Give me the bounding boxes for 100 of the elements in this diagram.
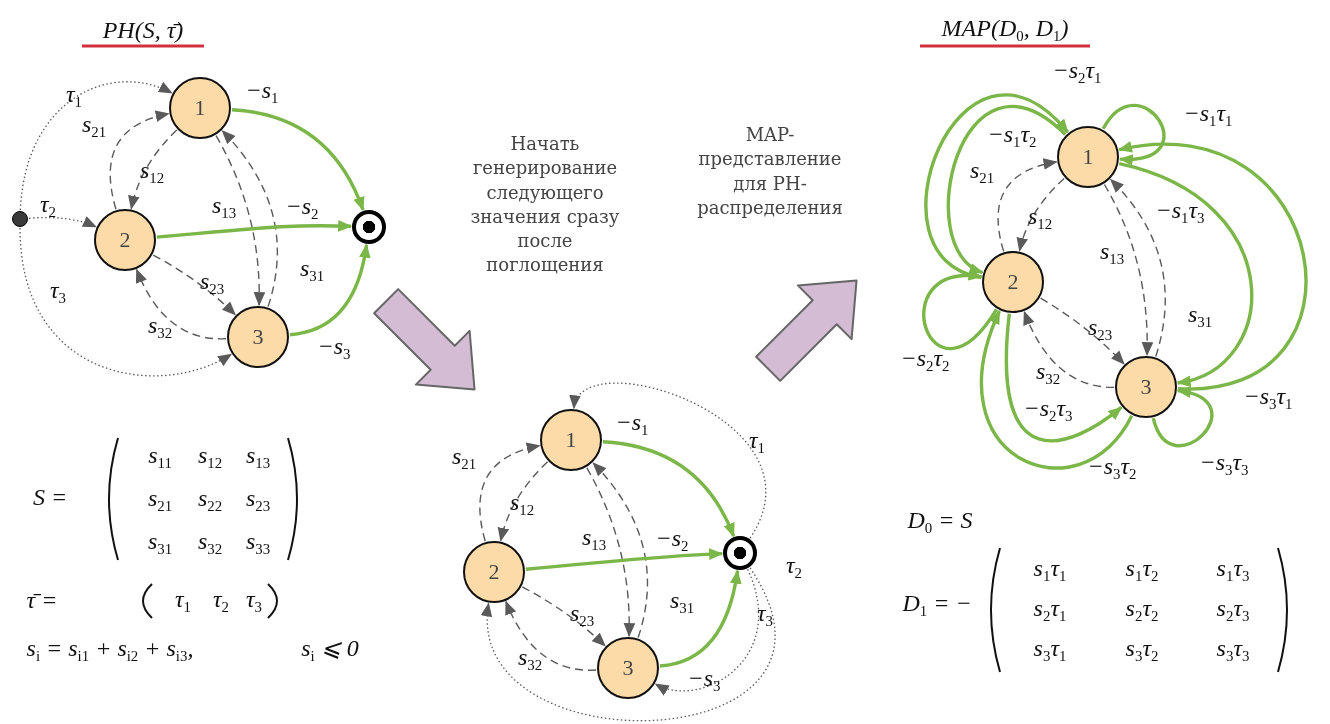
edge-label: s$_{32}$ bbox=[147, 312, 173, 342]
arrow bbox=[1023, 310, 1115, 389]
matrix-entry: s$_{31}$ bbox=[147, 528, 173, 558]
matrix-entry: τ$_{1}$ bbox=[175, 586, 191, 616]
edge-label: s$_{13}$ bbox=[1099, 238, 1125, 268]
edge-label: s$_{21}$ bbox=[451, 443, 477, 473]
formula: τ̄ = bbox=[26, 586, 58, 614]
arrow bbox=[1039, 297, 1125, 365]
edge-label: τ$_{2}$ bbox=[786, 552, 802, 582]
edge-label: s$_{23}$ bbox=[1087, 314, 1113, 344]
matrix-entry: s$_{1}$τ$_{2}$ bbox=[1125, 555, 1159, 585]
state-circle: 2 bbox=[94, 209, 156, 271]
matrix-entry: s$_{13}$ bbox=[245, 442, 271, 472]
arrow bbox=[215, 135, 265, 307]
arrow bbox=[19, 227, 233, 377]
matrix-entry: s$_{23}$ bbox=[245, 485, 271, 515]
arrow bbox=[136, 268, 227, 340]
edge-label: s$_{21}$ bbox=[81, 111, 107, 141]
state-circle: 2 bbox=[982, 251, 1044, 313]
matrix-entry: s$_{3}$τ$_{1}$ bbox=[1033, 635, 1067, 665]
arrow bbox=[231, 108, 365, 212]
matrix-entry: s$_{1}$τ$_{3}$ bbox=[1216, 555, 1250, 585]
edge-label: τ$_{2}$ bbox=[40, 191, 56, 221]
matrix-entry: s$_{11}$ bbox=[148, 442, 172, 472]
matrix-entry: s$_{2}$τ$_{3}$ bbox=[1216, 595, 1250, 625]
state-circle: 3 bbox=[597, 637, 659, 699]
edge-label: −s$_{2}$τ$_{3}$ bbox=[1023, 395, 1073, 425]
start-dot bbox=[12, 211, 28, 227]
edge-label: −s$_{3}$ bbox=[317, 333, 351, 363]
edge-label: s$_{23}$ bbox=[199, 268, 225, 298]
matrix-entry: s$_{21}$ bbox=[147, 485, 173, 515]
arrow bbox=[498, 461, 549, 542]
matrix-entry: τ$_{2}$ bbox=[213, 586, 229, 616]
matrix-entry: s$_{3}$τ$_{2}$ bbox=[1125, 635, 1159, 665]
formula: S = bbox=[32, 483, 68, 511]
heading: PH(S, τ̄) bbox=[102, 16, 184, 44]
edge-label: s$_{12}$ bbox=[1027, 203, 1053, 233]
edge-label: −s$_{3}$τ$_{1}$ bbox=[1243, 383, 1293, 413]
arrow bbox=[109, 111, 170, 210]
matrix-entry: s$_{1}$τ$_{1}$ bbox=[1033, 555, 1067, 585]
arrow bbox=[922, 270, 998, 351]
edge-label: s$_{31}$ bbox=[669, 587, 695, 617]
arrow bbox=[1118, 142, 1308, 391]
edge-label: −s$_{2}$ bbox=[285, 193, 319, 223]
arrow bbox=[1101, 103, 1166, 165]
heading: MAP(D$_{0}$, D$_{1}$) bbox=[941, 15, 1069, 45]
arrow bbox=[479, 443, 541, 542]
edge-label: s$_{13}$ bbox=[211, 192, 237, 222]
matrix-entry: s$_{22}$ bbox=[197, 485, 223, 515]
edge-label: s$_{32}$ bbox=[517, 644, 543, 674]
arrow bbox=[28, 216, 97, 228]
formula: s$_{i}$ ⩽ 0 bbox=[301, 635, 359, 665]
matrix-entry: s$_{33}$ bbox=[245, 528, 271, 558]
edge-label: −s$_{1}$ bbox=[245, 77, 279, 107]
arrow bbox=[946, 105, 1067, 274]
edge-label: s$_{23}$ bbox=[569, 600, 595, 630]
edge-label: s$_{31}$ bbox=[299, 255, 325, 285]
edge-label: τ$_{3}$ bbox=[50, 277, 66, 307]
formula: D$_{0}$ = S bbox=[907, 507, 973, 537]
arrow bbox=[128, 129, 178, 210]
edge-label: τ$_{3}$ bbox=[757, 600, 773, 630]
matrix-entry: s$_{2}$τ$_{1}$ bbox=[1033, 595, 1067, 625]
edge-label: −s$_{2}$τ$_{1}$ bbox=[1052, 57, 1102, 87]
arrow bbox=[1016, 177, 1065, 252]
edge-label: s$_{32}$ bbox=[1035, 358, 1061, 388]
matrix-entry: s$_{2}$τ$_{2}$ bbox=[1125, 595, 1159, 625]
arrow bbox=[654, 568, 760, 695]
formula: D$_{1}$ = − bbox=[902, 590, 972, 620]
arrow bbox=[156, 220, 353, 239]
matrix-entry: s$_{12}$ bbox=[197, 442, 223, 472]
state-circle: 1 bbox=[1057, 126, 1119, 188]
arrow bbox=[924, 94, 1069, 280]
absorbing-state bbox=[723, 536, 757, 570]
arrow bbox=[1103, 183, 1153, 357]
arrow bbox=[221, 130, 278, 308]
state-circle: 3 bbox=[227, 306, 289, 368]
arrow bbox=[289, 243, 371, 337]
arrow bbox=[997, 158, 1058, 253]
edge-label: −s$_{1}$τ$_{2}$ bbox=[987, 121, 1037, 151]
edge-label: s$_{12}$ bbox=[139, 157, 165, 187]
arrow bbox=[1118, 162, 1253, 386]
state-circle: 2 bbox=[463, 541, 525, 603]
edge-label: −s$_{2}$τ$_{2}$ bbox=[900, 345, 950, 375]
state-circle: 3 bbox=[1115, 356, 1177, 418]
arrow bbox=[979, 309, 1134, 470]
formula: s$_{i}$ = s$_{i1}$ + s$_{i2}$ + s$_{i3}$, bbox=[26, 635, 194, 665]
arrow bbox=[521, 586, 606, 647]
edge-label: s$_{31}$ bbox=[1187, 301, 1213, 331]
arrow bbox=[505, 600, 597, 671]
matrix-entry: s$_{3}$τ$_{3}$ bbox=[1216, 635, 1250, 665]
arrow bbox=[659, 569, 742, 668]
absorbing-state bbox=[352, 210, 386, 244]
state-circle: 1 bbox=[169, 77, 231, 139]
matrix-entry: s$_{32}$ bbox=[197, 528, 223, 558]
edge-label: −s$_{3}$τ$_{3}$ bbox=[1199, 449, 1249, 479]
arrow bbox=[152, 254, 236, 316]
arrow bbox=[525, 548, 724, 571]
edge-label: s$_{21}$ bbox=[969, 157, 995, 187]
edge-label: s$_{12}$ bbox=[509, 489, 535, 519]
annotation-text: Начать генерирование следующего значения сразу после поглощения bbox=[469, 132, 621, 278]
